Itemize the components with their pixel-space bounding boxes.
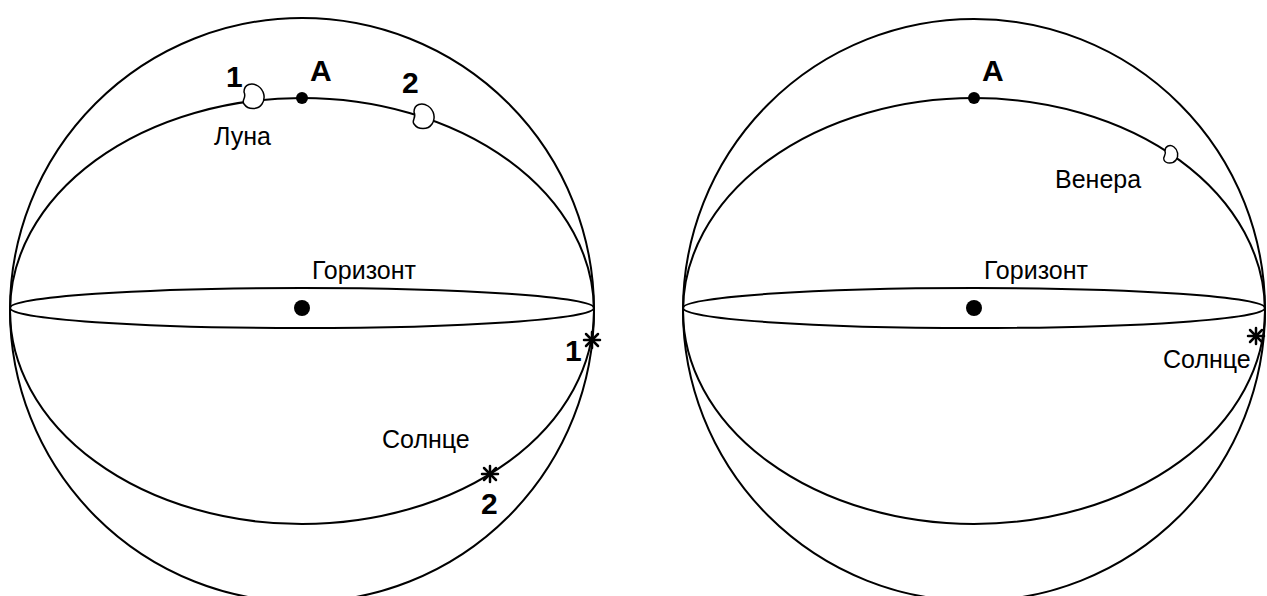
observer-dot: [294, 300, 310, 316]
point-label: А: [310, 54, 332, 89]
horizon-label: Горизонт: [984, 256, 1088, 285]
body-label: Солнце: [1163, 345, 1251, 374]
horizon-ellipse: [10, 288, 594, 328]
body-label: Венера: [1055, 165, 1141, 194]
great-circle: [10, 98, 594, 524]
horizon-label: Горизонт: [312, 256, 416, 285]
horizon-ellipse: [683, 288, 1265, 328]
callout-number: 2: [481, 487, 498, 522]
moon-phase: [413, 104, 434, 129]
moon-phase: [243, 84, 264, 109]
observer-dot: [966, 300, 982, 316]
body-label: Луна: [214, 122, 271, 151]
sun-symbol: [482, 466, 498, 482]
sun-symbol: [584, 332, 600, 348]
callout-number: 1: [565, 334, 582, 369]
body-label: Солнце: [382, 425, 470, 454]
great-circle: [683, 98, 1265, 524]
callout-number: 1: [226, 60, 243, 95]
callout-number: 2: [402, 66, 419, 101]
sphere-outline: [683, 19, 1265, 596]
point-a: [968, 92, 980, 104]
point-label: А: [982, 54, 1004, 89]
sun-symbol: [1248, 328, 1264, 344]
point-a: [296, 92, 308, 104]
sphere-outline: [10, 18, 594, 596]
venus-phase: [1164, 146, 1178, 163]
